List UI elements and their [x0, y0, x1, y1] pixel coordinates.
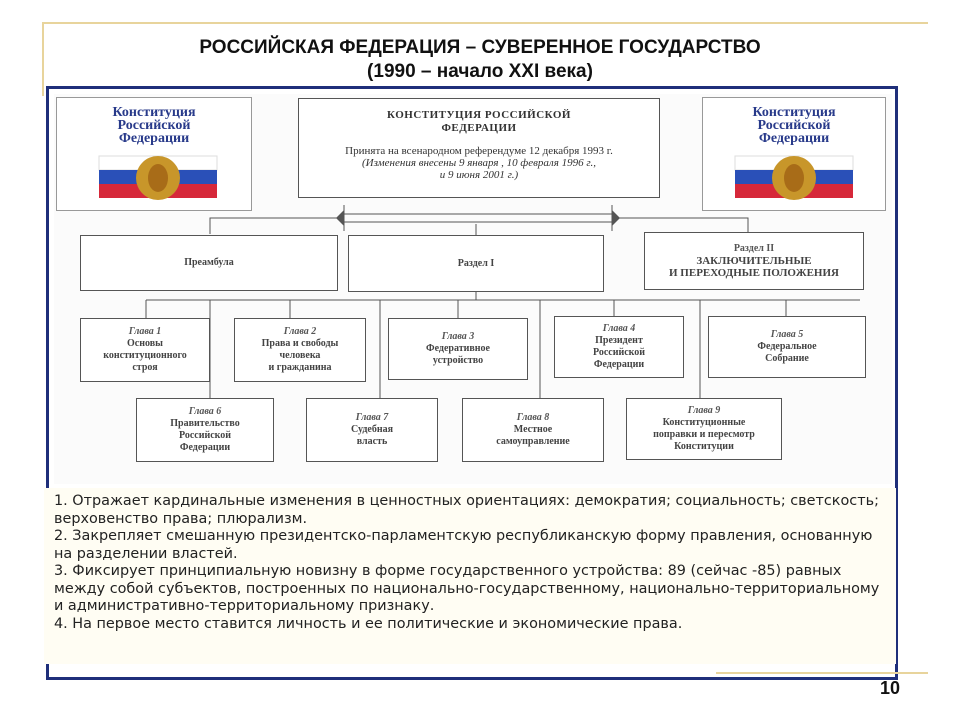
chapter-2-box: Глава 2 Права и свободы человека и гражд… [234, 318, 366, 382]
decorative-left-rule [42, 22, 44, 96]
chapter-line: Конституции [674, 441, 734, 452]
chapter-head: Глава 5 [770, 329, 804, 340]
line-to-section2 [612, 217, 749, 232]
preamble-box: Преамбула [80, 235, 338, 291]
constitution-logo-right: Конституция Российской Федерации [702, 97, 886, 211]
section1-box: Раздел I [348, 235, 604, 292]
chapter-7-box: Глава 7 Судебная власть [306, 398, 438, 462]
chapter-1-box: Глава 1 Основы конституционного строя [80, 318, 210, 382]
chapter-line: устройство [432, 355, 484, 366]
chapter-line: Основы [127, 338, 163, 349]
chapter-head: Глава 9 [687, 405, 721, 416]
logo-left-line2: Российской [117, 118, 191, 133]
section2-box: Раздел II ЗАКЛЮЧИТЕЛЬНЫЕ И ПЕРЕХОДНЫЕ ПО… [644, 232, 864, 290]
logo-right-line3: Федерации [758, 131, 830, 146]
flag-eagle-icon [98, 155, 218, 200]
note-item: 4. На первое место ставится личность и е… [54, 615, 683, 632]
chapter-line: Федерации [179, 442, 231, 453]
chapter-line: Российской [592, 347, 646, 358]
logo-right-line1: Конституция [752, 105, 836, 120]
chapter-line: строя [132, 362, 158, 373]
slide-title-line1: РОССИЙСКАЯ ФЕДЕРАЦИЯ – СУВЕРЕННОЕ ГОСУДА… [199, 37, 761, 58]
constitution-changes-2: и 9 июня 2001 г.) [439, 169, 519, 181]
slide-title: РОССИЙСКАЯ ФЕДЕРАЦИЯ – СУВЕРЕННОЕ ГОСУДА… [60, 36, 900, 84]
chapter-4-box: Глава 4 Президент Российской Федерации [554, 316, 684, 378]
chapter-line: Права и свободы [261, 338, 339, 349]
arrow-bar-ends [343, 205, 613, 231]
chapter-line: поправки и пересмотр [653, 429, 755, 440]
chapter-head: Глава 2 [283, 326, 317, 337]
constitution-box: КОНСТИТУЦИЯ РОССИЙСКОЙ ФЕДЕРАЦИИ Принята… [298, 98, 660, 198]
chapter-3-box: Глава 3 Федеративное устройство [388, 318, 528, 380]
chapter-line: Федеральное [757, 341, 817, 352]
chapter-line: человека [279, 350, 321, 361]
chapter-line: Президент [595, 335, 643, 346]
line-to-preamble [209, 217, 344, 234]
chapter-head: Глава 1 [128, 326, 162, 337]
logo-left-line3: Федерации [118, 131, 190, 146]
logo-right-line2: Российской [757, 118, 831, 133]
section1-label: Раздел I [457, 257, 495, 269]
slide-title-line2: (1990 – начало XXI века) [367, 61, 593, 82]
chapter-5-box: Глава 5 Федеральное Собрание [708, 316, 866, 378]
note-item: 2. Закрепляет смешанную президентско-пар… [54, 528, 873, 562]
chapter-line: Конституционные [662, 417, 746, 428]
note-item: 3. Фиксирует принципиальную новизну в фо… [54, 563, 880, 614]
chapter-line: Правительство [170, 418, 240, 429]
chapter-head: Глава 7 [355, 412, 389, 423]
chapter-head: Глава 3 [441, 331, 475, 342]
section2-title: Раздел II [733, 243, 775, 254]
chapter-line: Местное [513, 424, 553, 435]
chapter-head: Глава 6 [188, 406, 222, 417]
decorative-bottom-rule [716, 672, 928, 674]
decorative-top-rule [42, 22, 928, 24]
note-item: 1. Отражает кардинальные изменения в цен… [54, 493, 879, 527]
chapter-line: Судебная [350, 424, 393, 435]
chapter-head: Глава 4 [602, 323, 636, 334]
constitution-changes-1: (Изменения внесены 9 января , 10 февраля… [362, 157, 596, 169]
section2-body-1: ЗАКЛЮЧИТЕЛЬНЫЕ [696, 255, 812, 267]
flag-eagle-icon [734, 155, 854, 200]
chapter-line: Федеративное [426, 343, 490, 354]
chapter-6-box: Глава 6 Правительство Российской Федерац… [136, 398, 274, 462]
chapter-line: конституционного [103, 350, 187, 361]
chapter-line: Федерации [593, 359, 645, 370]
constitution-title-2: ФЕДЕРАЦИИ [441, 122, 517, 134]
chapter-line: самоуправление [496, 436, 570, 447]
constitution-logo-left: Конституция Российской Федерации [56, 97, 252, 211]
arrowhead-left [336, 210, 344, 226]
constitution-adopted: Принята на всенародном референдуме 12 де… [345, 145, 613, 157]
chapter-9-box: Глава 9 Конституционные поправки и перес… [626, 398, 782, 460]
chapter-head: Глава 8 [516, 412, 550, 423]
section2-body-2: И ПЕРЕХОДНЫЕ ПОЛОЖЕНИЯ [669, 267, 839, 279]
chapter-line: власть [356, 436, 388, 447]
notes-panel: 1. Отражает кардинальные изменения в цен… [44, 488, 896, 664]
arrowhead-right [612, 210, 620, 226]
preamble-label: Преамбула [184, 257, 234, 268]
chapter-8-box: Глава 8 Местное самоуправление [462, 398, 604, 462]
constitution-title-1: КОНСТИТУЦИЯ РОССИЙСКОЙ [387, 109, 571, 121]
chapter-line: и гражданина [268, 362, 332, 373]
logo-left-line1: Конституция [112, 105, 196, 120]
chapter-line: Российской [178, 430, 232, 441]
page-number: 10 [880, 678, 901, 698]
chapter-line: Собрание [765, 353, 809, 364]
